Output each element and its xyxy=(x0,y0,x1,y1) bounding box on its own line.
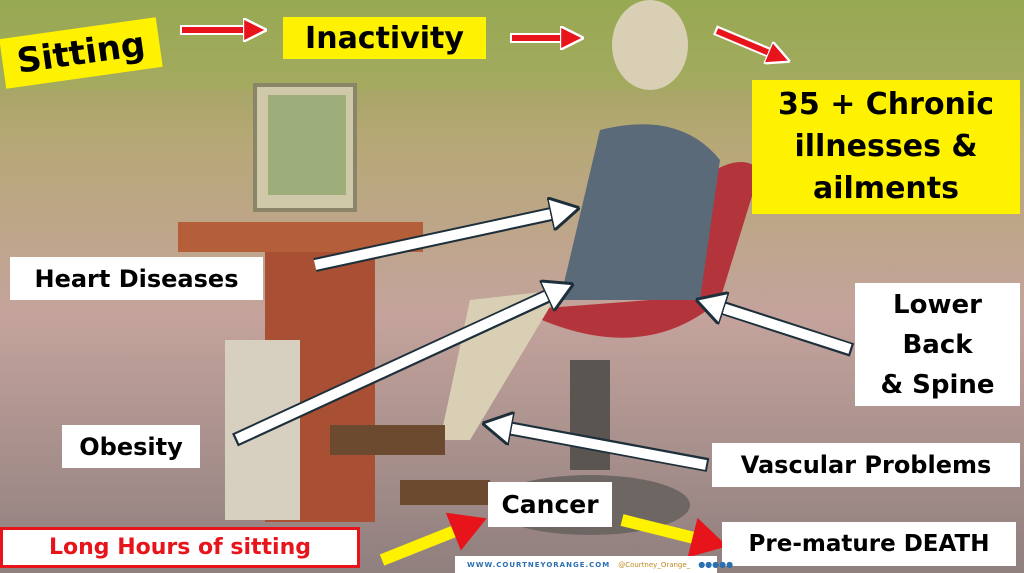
social-icons: ●●●●● xyxy=(698,560,734,569)
footer-website[interactable]: WWW.COURTNEYORANGE.COM xyxy=(467,560,611,569)
footer-handle: @Courtney_Orange_ xyxy=(618,560,691,569)
label-chronic-illnesses: 35 + Chronic illnesses & ailments xyxy=(752,80,1020,214)
label-lower-back-line1: Lower xyxy=(893,289,982,320)
label-inactivity: Inactivity xyxy=(283,17,486,59)
label-cancer: Cancer xyxy=(488,482,612,527)
label-vascular-problems: Vascular Problems xyxy=(712,443,1020,487)
label-lower-back-line2: Back xyxy=(902,329,973,360)
label-lower-back-spine: Lower Back & Spine xyxy=(855,283,1020,406)
label-chronic-line2: illnesses & xyxy=(794,129,978,164)
label-heart-diseases: Heart Diseases xyxy=(10,257,263,300)
footer-credits: WWW.COURTNEYORANGE.COM @Courtney_Orange_… xyxy=(455,556,733,573)
label-obesity: Obesity xyxy=(62,425,200,468)
label-chronic-line3: ailments xyxy=(813,171,959,206)
label-long-hours-of-sitting: Long Hours of sitting xyxy=(0,527,360,568)
label-chronic-line1: 35 + Chronic xyxy=(778,87,994,122)
label-premature-death: Pre-mature DEATH xyxy=(722,522,1016,566)
label-lower-back-line3: & Spine xyxy=(880,369,995,400)
